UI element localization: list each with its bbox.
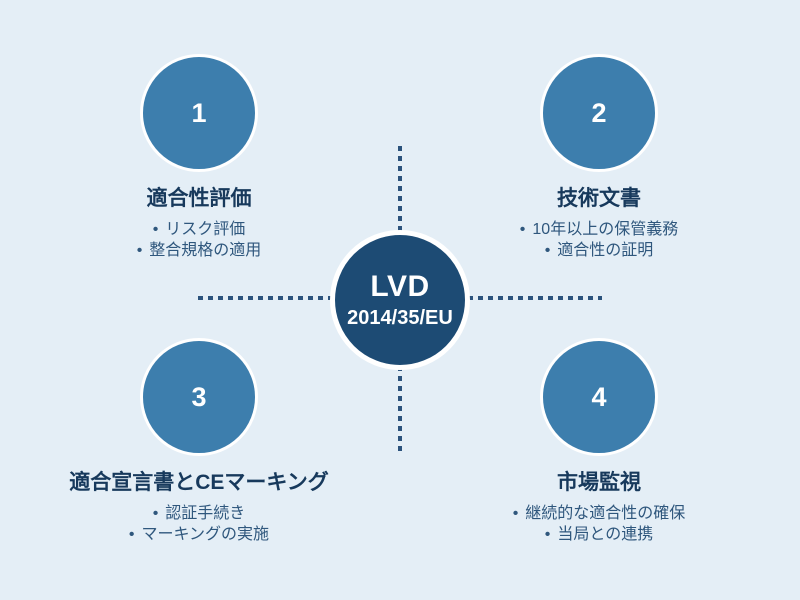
bullet-item: 認証手続き — [19, 503, 379, 524]
bullet-item: 適合性の証明 — [439, 240, 759, 261]
step-number: 2 — [591, 97, 607, 128]
quadrant-title: 適合性評価 — [146, 187, 252, 210]
step-number: 4 — [591, 381, 607, 412]
bullet-item: リスク評価 — [39, 219, 359, 240]
bullet-item: 10年以上の保管義務 — [439, 219, 759, 240]
quadrant-1: 1 適合性評価 リスク評価 整合規格の適用 — [39, 54, 359, 262]
quadrant-bullet-list: 10年以上の保管義務 適合性の証明 — [439, 219, 759, 261]
quadrant-title: 市場監視 — [557, 471, 641, 494]
step-number: 1 — [191, 97, 207, 128]
step-number: 3 — [191, 381, 207, 412]
step-circle-1: 1 — [140, 54, 258, 172]
quadrant-bullet-list: 継続的な適合性の確保 当局との連携 — [419, 503, 779, 545]
quadrant-bullet-list: 認証手続き マーキングの実施 — [19, 503, 379, 545]
quadrant-3: 3 適合宣言書とCEマーキング 認証手続き マーキングの実施 — [19, 338, 379, 546]
quadrant-title: 技術文書 — [557, 187, 641, 210]
bullet-item: 当局との連携 — [419, 524, 779, 545]
quadrant-title: 適合宣言書とCEマーキング — [69, 471, 329, 494]
step-circle-4: 4 — [540, 338, 658, 456]
bullet-item: 整合規格の適用 — [39, 240, 359, 261]
quadrant-4: 4 市場監視 継続的な適合性の確保 当局との連携 — [419, 338, 779, 546]
quadrant-bullet-list: リスク評価 整合規格の適用 — [39, 219, 359, 261]
bullet-item: マーキングの実施 — [19, 524, 379, 545]
quadrant-2: 2 技術文書 10年以上の保管義務 適合性の証明 — [439, 54, 759, 262]
center-node-title: LVD — [370, 270, 430, 303]
step-circle-3: 3 — [140, 338, 258, 456]
bullet-item: 継続的な適合性の確保 — [419, 503, 779, 524]
center-node-subtitle: 2014/35/EU — [347, 307, 453, 329]
step-circle-2: 2 — [540, 54, 658, 172]
